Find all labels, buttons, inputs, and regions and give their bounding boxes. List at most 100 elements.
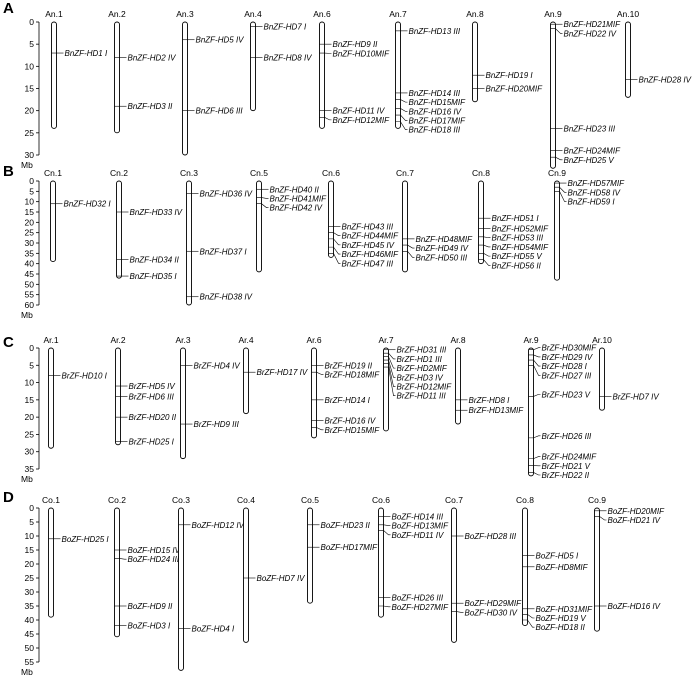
gene-label: BnZF-HD6 III	[196, 107, 244, 116]
chromosome-name: Co.8	[516, 495, 534, 505]
gene-marker	[528, 359, 541, 367]
chromosome-bar	[472, 21, 478, 103]
gene-label: BoZF-HD11 IV	[392, 531, 445, 540]
gene-label: BrZF-HD6 III	[129, 392, 175, 401]
axis-tick-label: 25	[25, 429, 35, 439]
gene-marker	[528, 394, 541, 397]
gene-label: BoZF-HD7 IV	[257, 574, 306, 583]
gene-label: BnZF-HD32 I	[64, 200, 112, 209]
gene-marker	[528, 354, 541, 358]
gene-label: BoZF-HD18 II	[536, 623, 586, 632]
chromosome-bar	[50, 180, 56, 263]
axis-tick-label: 20	[25, 412, 35, 422]
chromosome-name: Cn.5	[250, 168, 268, 178]
gene-label: BnZF-HD37 I	[200, 247, 248, 256]
chromosome-bar	[186, 180, 192, 306]
axis-tick-label: 0	[29, 503, 34, 513]
chromosome-bar	[594, 507, 600, 632]
chromosome-name: An.2	[108, 9, 126, 19]
panel-label: A	[3, 0, 14, 17]
chromosome-name: Co.3	[172, 495, 190, 505]
chromosome-bar	[180, 347, 186, 460]
chromosome-name: Ar.2	[110, 335, 125, 345]
gene-label: BoZF-HD29MIF	[465, 599, 523, 608]
gene-label: BrZF-HD9 III	[194, 420, 240, 429]
gene-label: BoZF-HD27MIF	[392, 603, 450, 612]
gene-label: BrZF-HD24MIF	[542, 453, 598, 462]
gene-label: BrZF-HD19 II	[325, 361, 373, 370]
gene-label: BrZF-HD27 III	[542, 371, 593, 380]
gene-marker	[451, 611, 464, 613]
chromosome-bar	[478, 180, 484, 265]
gene-label: BrZF-HD31 III	[397, 346, 448, 355]
axis-tick-label: 10	[25, 61, 35, 71]
axis-tick-label: 50	[25, 279, 35, 289]
gene-label: BnZF-HD23 III	[564, 124, 616, 133]
gene-label: BnZF-HD33 IV	[130, 208, 183, 217]
gene-label: BrZF-HD22 II	[542, 471, 590, 480]
gene-label: BoZF-HD26 III	[392, 594, 444, 603]
gene-label: BnZF-HD44MIF	[342, 232, 400, 241]
axis-tick-label: 5	[29, 186, 34, 196]
axis-tick-label: 45	[25, 269, 35, 279]
axis-tick-label: 40	[25, 259, 35, 269]
gene-label: BrZF-HD16 IV	[325, 417, 376, 426]
chromosome-bar	[625, 21, 631, 98]
gene-label: BrZF-HD2MIF	[397, 364, 448, 373]
gene-label: BoZF-HD25 I	[62, 535, 110, 544]
chromosome-name: Co.2	[108, 495, 126, 505]
gene-label: BnZF-HD14 III	[409, 89, 461, 98]
gene-marker	[528, 435, 541, 439]
chromosome-bar	[243, 507, 249, 643]
gene-label: BoZF-HD30 IV	[465, 608, 518, 617]
gene-label: BoZF-HD5 I	[536, 552, 579, 561]
gene-marker	[395, 114, 408, 121]
gene-marker	[395, 99, 408, 103]
axis-tick-label: 15	[25, 84, 35, 94]
chromosome-name: Ar.8	[450, 335, 465, 345]
gene-marker	[478, 253, 491, 257]
gene-label: BrZF-HD15MIF	[325, 426, 381, 435]
chromosome-bar	[114, 21, 120, 134]
gene-label: BnZF-HD13 III	[409, 27, 461, 36]
chromosome-bar	[383, 347, 389, 432]
chromosome-name: Co.6	[372, 495, 390, 505]
gene-label: BoZF-HD21 IV	[608, 516, 661, 525]
chromosome-name: An.10	[617, 9, 639, 19]
gene-label: BrZF-HD26 III	[542, 432, 593, 441]
gene-label: BoZF-HD23 II	[321, 521, 371, 530]
gene-label: BrZF-HD17 IV	[257, 368, 308, 377]
gene-label: BnZF-HD47 III	[342, 259, 394, 268]
gene-marker	[522, 614, 535, 619]
chromosome-name: Co.7	[445, 495, 463, 505]
gene-marker	[319, 117, 332, 121]
gene-marker	[328, 253, 341, 264]
gene-label: BoZF-HD3 I	[128, 622, 171, 631]
gene-label: BnZF-HD20MIF	[486, 85, 544, 94]
chromosome-bar	[116, 180, 122, 279]
gene-label: BrZF-HD25 I	[129, 437, 175, 446]
chromosome-bar	[554, 180, 560, 281]
gene-marker	[528, 456, 541, 459]
gene-label: BnZF-HD16 IV	[409, 107, 462, 116]
gene-marker	[550, 28, 563, 34]
axis-tick-label: 30	[25, 238, 35, 248]
gene-label: BoZF-HD17MIF	[321, 543, 379, 552]
axis-tick-label: 10	[25, 531, 35, 541]
gene-label: BnZF-HD28 IV	[639, 76, 692, 85]
chromosome-name: Co.5	[301, 495, 319, 505]
